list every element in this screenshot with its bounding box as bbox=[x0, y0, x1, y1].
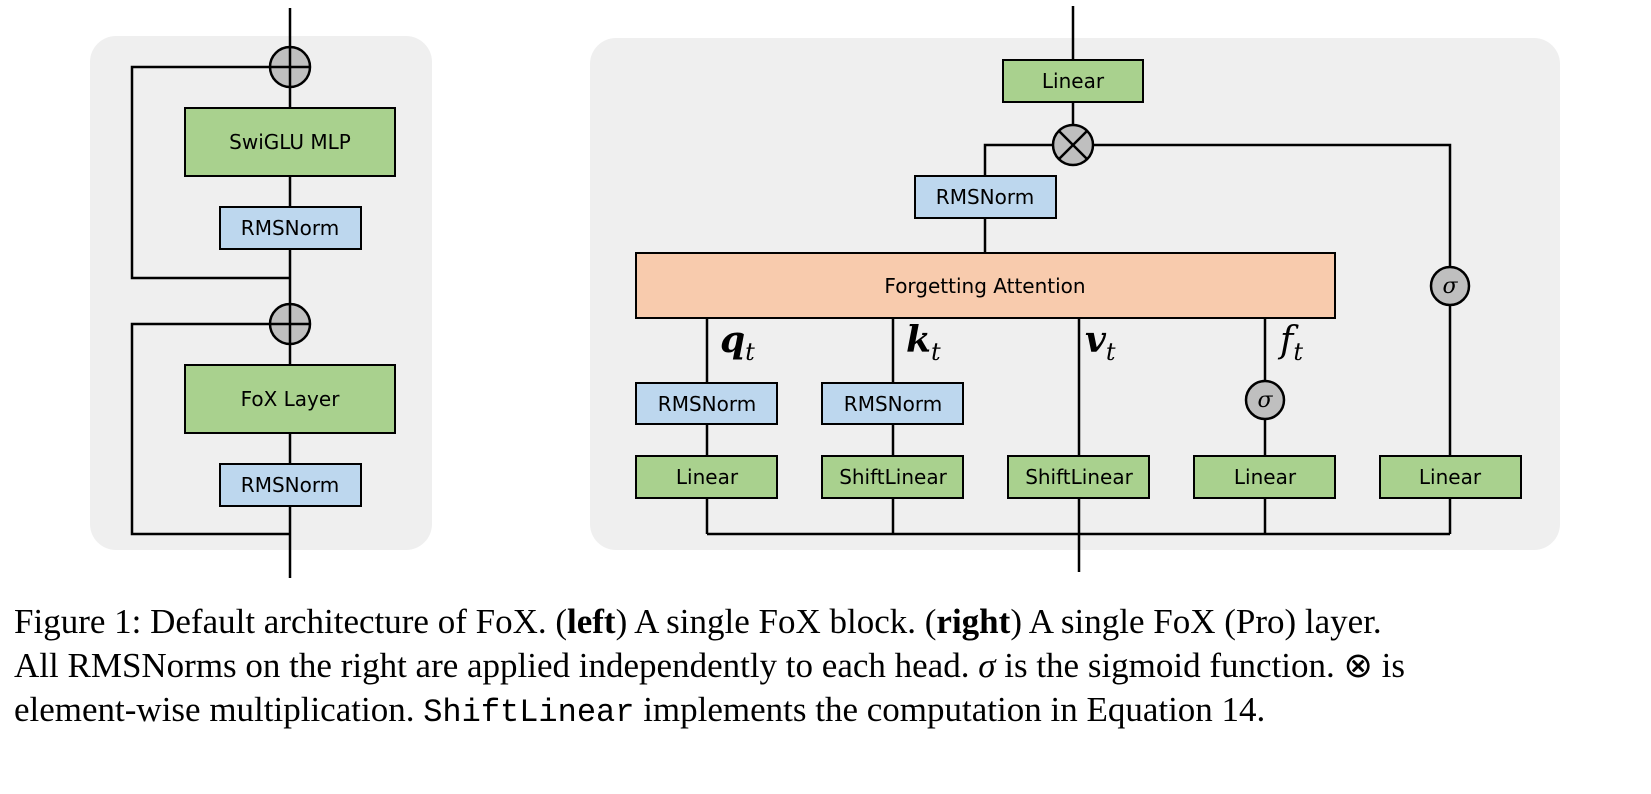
shiftlinear-v-box bbox=[1007, 455, 1150, 499]
linear-f-box bbox=[1193, 455, 1336, 499]
linear-f-label: Linear bbox=[1234, 465, 1297, 489]
forgetting-attention-box bbox=[635, 252, 1336, 319]
right-connectors bbox=[705, 6, 1452, 572]
rmsnorm-bottom-label: RMSNorm bbox=[241, 473, 339, 497]
linear-gate-label: Linear bbox=[1419, 465, 1482, 489]
caption-line-1: Figure 1: Default architecture of FoX. (… bbox=[14, 602, 1382, 641]
linear-q-label: Linear bbox=[676, 465, 739, 489]
output-rmsnorm-box bbox=[914, 175, 1057, 219]
fox-layer-label: FoX Layer bbox=[241, 387, 341, 411]
rmsnorm-bottom-box bbox=[219, 463, 362, 507]
sigmoid-icon: σ bbox=[1429, 265, 1471, 307]
caption-line-2: All RMSNorms on the right are applied in… bbox=[14, 646, 1405, 685]
plus-icon bbox=[268, 45, 312, 89]
output-linear-box bbox=[1002, 59, 1144, 103]
sigmoid-icon: σ bbox=[1244, 379, 1286, 421]
k-label: kt bbox=[906, 319, 941, 366]
linear-q-box bbox=[635, 455, 778, 499]
forgetting-attention-label: Forgetting Attention bbox=[884, 274, 1085, 298]
shiftlinear-v-label: ShiftLinear bbox=[1025, 465, 1133, 489]
shiftlinear-k-box bbox=[821, 455, 964, 499]
output-linear-label: Linear bbox=[1042, 69, 1105, 93]
rmsnorm-top-label: RMSNorm bbox=[241, 216, 339, 240]
rmsnorm-q-box bbox=[635, 382, 778, 425]
figure-caption: Figure 1: Default architecture of FoX. (… bbox=[14, 600, 1644, 735]
output-rmsnorm-label: RMSNorm bbox=[936, 185, 1034, 209]
shiftlinear-k-label: ShiftLinear bbox=[839, 465, 947, 489]
linear-gate-box bbox=[1379, 455, 1522, 499]
plus-icon bbox=[268, 302, 312, 346]
multiply-icon bbox=[1051, 123, 1095, 167]
rmsnorm-q-label: RMSNorm bbox=[658, 392, 756, 416]
fox-layer-box bbox=[184, 364, 396, 434]
swiglu-mlp-label: SwiGLU MLP bbox=[229, 130, 351, 154]
svg-text:σ: σ bbox=[1257, 388, 1273, 413]
v-label: vt bbox=[1085, 319, 1116, 366]
rmsnorm-k-box bbox=[821, 382, 964, 425]
q-label: qt bbox=[720, 319, 755, 366]
svg-text:σ: σ bbox=[1442, 274, 1458, 299]
rmsnorm-k-label: RMSNorm bbox=[844, 392, 942, 416]
caption-line-3: element-wise multiplication. ShiftLinear… bbox=[14, 690, 1266, 731]
swiglu-mlp-box bbox=[184, 107, 396, 177]
rmsnorm-top-box bbox=[219, 206, 362, 250]
